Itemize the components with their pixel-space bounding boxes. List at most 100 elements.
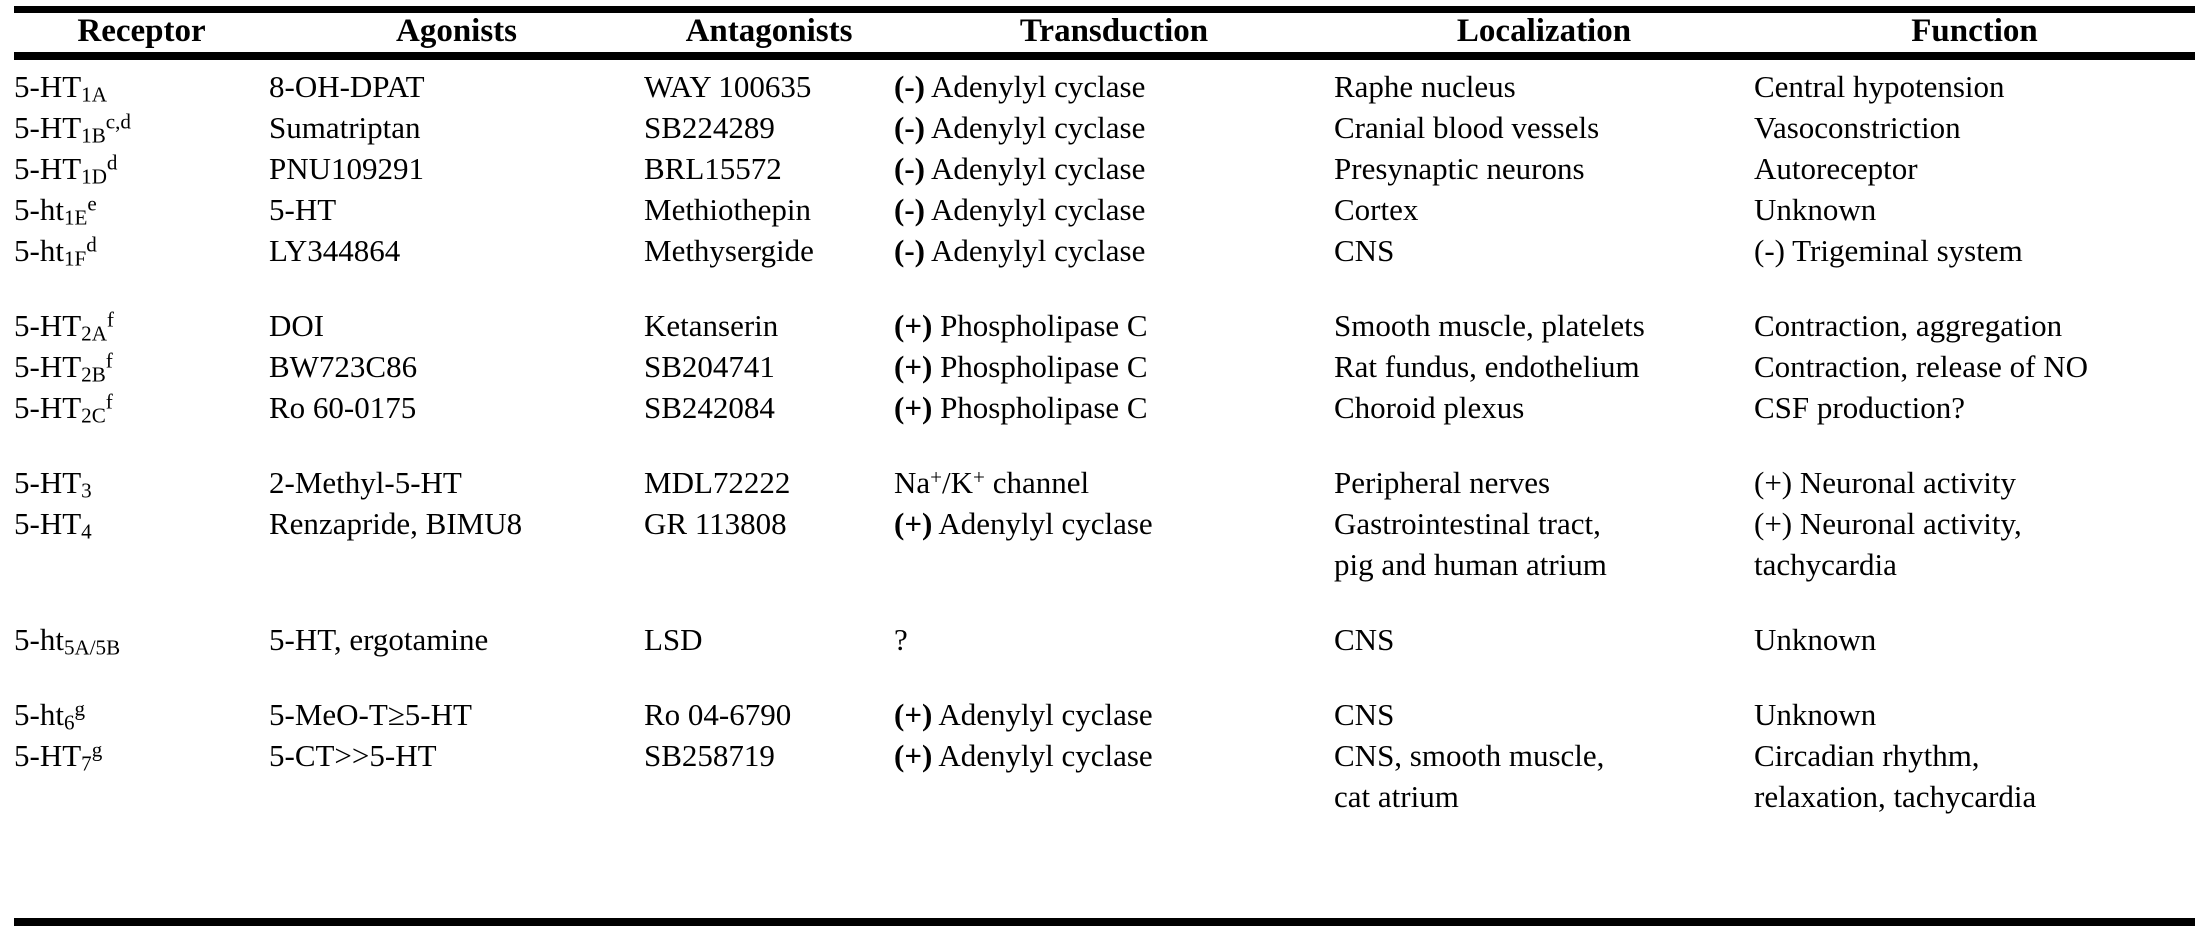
cell-localization: Cortex	[1334, 192, 1419, 227]
column-header-transduction: Transduction	[1019, 13, 1209, 49]
cell-agonist: 5-HT, ergotamine	[269, 622, 489, 657]
cell-localization: Presynaptic neurons	[1334, 151, 1585, 186]
cell-receptor: 5-HT4	[14, 506, 92, 544]
cell-agonist: 5-MeO-T≥5-HT	[269, 697, 472, 732]
cell-agonist: 5-HT	[269, 192, 337, 227]
cell-transduction: (+) Phospholipase C	[894, 390, 1148, 425]
cell-function: Central hypotension	[1754, 69, 2005, 104]
cell-function: Unknown	[1754, 192, 1877, 227]
cell-localization: CNS	[1334, 233, 1395, 268]
cell-transduction: Na+/K+ channel	[894, 462, 1334, 503]
table-header-rule	[14, 52, 2195, 60]
transduction-sign: (+)	[894, 349, 933, 384]
cell-transduction: ?	[894, 622, 908, 657]
cell-receptor: 5-HT2Bf	[14, 348, 113, 387]
table-row: 5-HT1Bc,d Sumatriptan SB224289 (-) Adenylyl…	[14, 107, 2195, 148]
function-sign: (+)	[1754, 465, 1793, 500]
function-sign: (-)	[1754, 233, 1785, 268]
transduction-sign: (+)	[894, 697, 933, 732]
receptor-footnote-marker: d	[86, 232, 97, 257]
column-header-antagonists: Antagonists	[685, 13, 853, 49]
cell-function: Contraction, release of NO	[1754, 349, 2088, 384]
receptor-subscript: 2C	[81, 403, 106, 428]
receptor-subscript: 2A	[81, 321, 107, 346]
receptor-subscript: 7	[81, 751, 92, 776]
transduction-sign: (+)	[894, 506, 933, 541]
receptor-subscript: 1F	[63, 246, 87, 271]
cell-agonist: 8-OH-DPAT	[269, 69, 425, 104]
cell-function: (-) Trigeminal system	[1754, 233, 2023, 268]
receptor-subscript: 1B	[81, 123, 106, 148]
receptor-subscript: 1E	[63, 205, 88, 230]
cell-transduction: (-) Adenylyl cyclase	[894, 110, 1146, 145]
cell-transduction: (+) Adenylyl cyclase	[894, 697, 1153, 732]
cell-localization: Smooth muscle, platelets	[1334, 308, 1645, 343]
cell-receptor: 5-ht5A/5B	[14, 622, 121, 660]
cell-receptor: 5-ht6g	[14, 696, 86, 735]
cell-receptor: 5-HT2Af	[14, 307, 114, 346]
cell-function: Unknown	[1754, 697, 1877, 732]
cell-localization: Cranial blood vessels	[1334, 110, 1600, 145]
cell-function: Circadian rhythm, relaxation, tachycardi…	[1754, 738, 2037, 814]
table-bottom-rule	[14, 918, 2195, 926]
cell-function: Contraction, aggregation	[1754, 308, 2063, 343]
cell-antagonist: LSD	[644, 622, 703, 657]
transduction-sign: (-)	[894, 192, 925, 227]
receptor-subscript: 3	[81, 478, 92, 503]
table-row-group: 5-ht5A/5B 5-HT, ergotamine LSD? CNS Unknown	[14, 619, 2195, 660]
transduction-sign: (+)	[894, 308, 933, 343]
cell-antagonist: MDL72222	[644, 465, 791, 500]
receptor-footnote-marker: f	[106, 307, 114, 332]
table-row: 5-HT4 Renzapride, BIMU8 GR 113808 (+) Adeny…	[14, 503, 2195, 585]
cell-localization: CNS	[1334, 697, 1395, 732]
receptor-subscript: 2B	[81, 362, 106, 387]
cell-agonist: Renzapride, BIMU8	[269, 506, 523, 541]
cell-function: (+) Neuronal activity	[1754, 465, 2016, 500]
column-header-receptor: Receptor	[77, 13, 206, 49]
cell-agonist: DOI	[269, 308, 325, 343]
receptor-footnote-marker: g	[74, 696, 86, 721]
cell-function: Vasoconstriction	[1754, 110, 1961, 145]
cell-localization: Peripheral nerves	[1334, 465, 1551, 500]
receptor-footnote-marker: e	[87, 191, 97, 216]
cell-receptor: 5-HT1Bc,d	[14, 109, 131, 148]
table-header-row: Receptor Agonists Antagonists Transducti…	[14, 10, 2195, 52]
cell-transduction: (-) Adenylyl cyclase	[894, 192, 1146, 227]
cell-localization: CNS	[1334, 622, 1395, 657]
function-sign: (+)	[1754, 506, 1793, 541]
cell-localization: CNS, smooth muscle, cat atrium	[1334, 738, 1605, 814]
cell-localization: Raphe nucleus	[1334, 69, 1516, 104]
cell-agonist: Sumatriptan	[269, 110, 421, 145]
cell-localization: Choroid plexus	[1334, 390, 1525, 425]
cell-agonist: BW723C86	[269, 349, 418, 384]
cell-transduction: (+) Adenylyl cyclase	[894, 506, 1153, 541]
cell-receptor: 5-HT7g	[14, 737, 103, 776]
cell-agonist: PNU109291	[269, 151, 425, 186]
transduction-sign: (+)	[894, 390, 933, 425]
cell-antagonist: SB224289	[644, 110, 775, 145]
cell-function: (+) Neuronal activity, tachycardia	[1754, 506, 2022, 582]
cell-antagonist: GR 113808	[644, 506, 787, 541]
cell-transduction: (-) Adenylyl cyclase	[894, 233, 1146, 268]
receptor-subscript: 4	[81, 519, 92, 544]
cell-antagonist: Methiothepin	[644, 192, 812, 227]
transduction-sign: (-)	[894, 69, 925, 104]
table-top-rule	[14, 6, 2195, 13]
cell-receptor: 5-HT2Cf	[14, 389, 113, 428]
transduction-sign: (+)	[894, 738, 933, 773]
receptor-subscript: 5A/5B	[63, 635, 121, 660]
cell-transduction: (+) Phospholipase C	[894, 308, 1148, 343]
cell-antagonist: BRL15572	[644, 151, 782, 186]
cell-antagonist: SB258719	[644, 738, 775, 773]
cell-function: Unknown	[1754, 622, 1877, 657]
